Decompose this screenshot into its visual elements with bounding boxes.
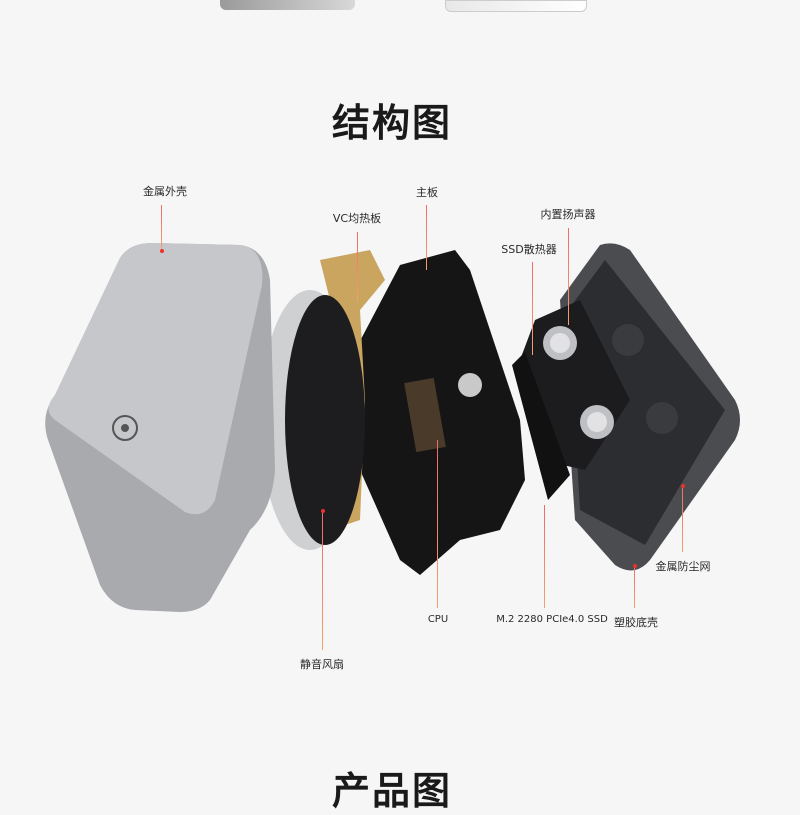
fan-part	[260, 290, 365, 550]
plastic-base-part	[560, 243, 740, 571]
callout-line	[426, 205, 427, 270]
label-dust-mesh: 金属防尘网	[655, 560, 711, 573]
metal-shell-part	[45, 242, 275, 613]
label-ssd: M.2 2280 PCIe4.0 SSD	[496, 614, 608, 625]
label-plastic-base: 塑胶底壳	[614, 616, 658, 629]
coin-battery	[458, 373, 482, 397]
mesh-vent	[612, 324, 644, 356]
callout-line	[532, 262, 533, 355]
callout-line	[161, 205, 162, 250]
label-speaker: 内置扬声器	[540, 208, 596, 221]
product-thumbnail-silver	[220, 0, 355, 10]
callout-dot	[320, 509, 325, 513]
callout-line	[568, 228, 569, 325]
callout-line	[322, 510, 323, 650]
label-cpu: CPU	[427, 614, 449, 625]
label-metal-shell: 金属外壳	[143, 185, 187, 198]
label-motherboard: 主板	[416, 186, 438, 199]
callout-line	[634, 565, 635, 608]
product-thumbnail-white	[445, 0, 587, 12]
callout-line	[437, 440, 438, 608]
callout-line	[357, 232, 358, 302]
callout-dot	[159, 249, 164, 253]
section-title-structure: 结构图	[331, 101, 452, 145]
section-title-product: 产品图	[331, 769, 452, 813]
callout-line	[544, 505, 545, 608]
callout-dot	[680, 484, 685, 488]
label-vc-plate: VC均热板	[332, 212, 382, 225]
ssd-part	[512, 352, 570, 500]
mesh-vent	[646, 402, 678, 434]
label-ssd-heatsink: SSD散热器	[501, 243, 557, 256]
label-fan: 静音风扇	[300, 658, 344, 671]
cpu-part	[404, 377, 446, 453]
logo-emblem	[112, 415, 138, 441]
callout-dot	[632, 564, 637, 568]
callout-line	[682, 485, 683, 552]
